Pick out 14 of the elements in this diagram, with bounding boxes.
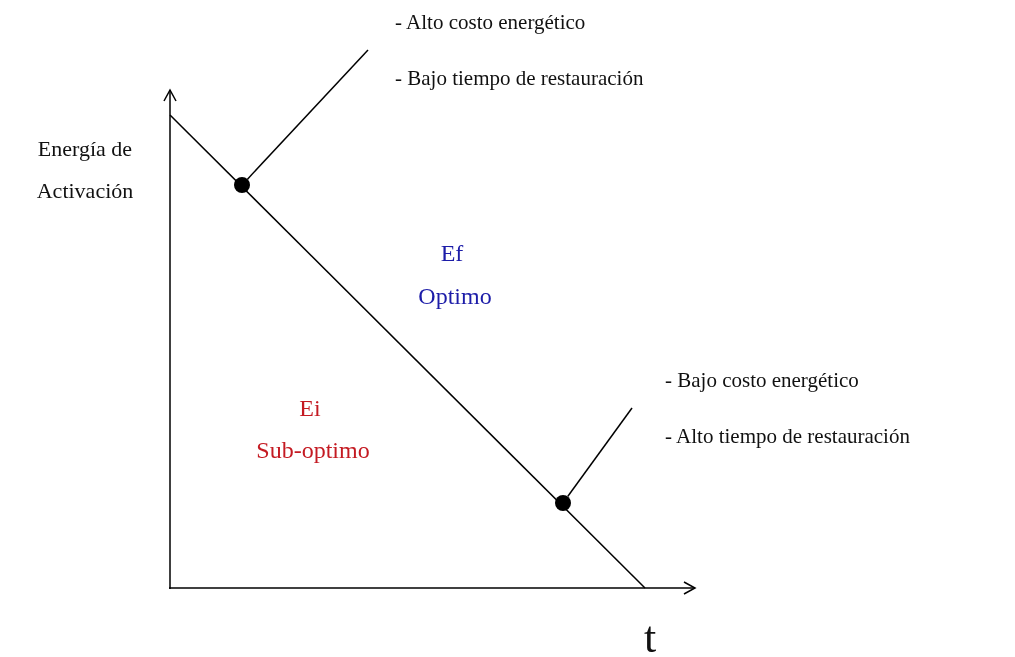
annotation-text: - Alto tiempo de restauración — [665, 423, 910, 450]
annotation-text: - Alto costo energético — [395, 9, 587, 36]
axis-title: Energía de Activación — [35, 135, 135, 205]
region-label: Ei — [298, 395, 322, 422]
region-label: Optimo — [417, 283, 493, 310]
annotation-text: - Bajo costo energético — [665, 367, 860, 394]
leader-line — [246, 49, 369, 180]
data-point — [234, 177, 250, 193]
leader-line — [566, 407, 633, 498]
axis-label: t — [642, 612, 658, 657]
data-point — [555, 495, 571, 511]
annotation-text: - Bajo tiempo de restauración — [395, 65, 644, 92]
region-label: Ef — [439, 240, 465, 267]
region-label: Sub-optimo — [255, 437, 371, 464]
